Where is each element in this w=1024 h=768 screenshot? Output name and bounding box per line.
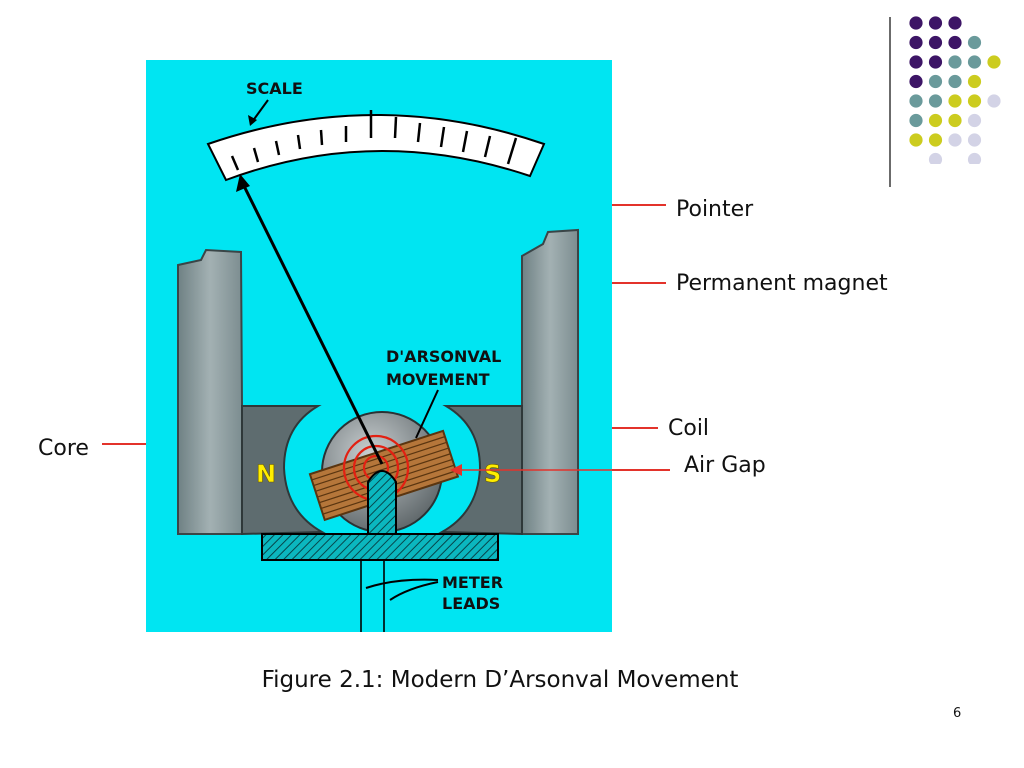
decorative-dot xyxy=(948,74,962,89)
base-plate xyxy=(261,533,499,561)
decorative-dot xyxy=(967,74,982,89)
decorative-dot xyxy=(987,94,1001,108)
decorative-dot xyxy=(928,152,943,164)
decorative-dot xyxy=(928,16,943,30)
scale-label: SCALE xyxy=(246,79,303,98)
movement-label-line1: D'ARSONVAL xyxy=(386,347,501,366)
decorative-dot xyxy=(928,55,943,69)
air-gap-callout-label: Air Gap xyxy=(684,453,766,478)
decorative-dot xyxy=(928,74,943,89)
decorative-dot xyxy=(967,133,982,147)
decorative-dot xyxy=(928,113,943,128)
movement-label-line2: MOVEMENT xyxy=(386,370,490,389)
decorative-dot xyxy=(909,74,923,89)
leads-label-line2: LEADS xyxy=(442,594,500,613)
decorative-dot xyxy=(948,133,962,147)
darsonval-movement-diagram: SCALE N S D'ARSONVAL MOVEMENT METER xyxy=(146,60,612,632)
decorative-dot xyxy=(948,55,962,69)
core-callout-line xyxy=(102,443,146,445)
decorative-vertical-rule xyxy=(889,17,891,187)
coil-callout-label: Coil xyxy=(668,416,710,441)
decorative-dot xyxy=(948,94,962,108)
south-pole-letter: S xyxy=(484,460,501,488)
coil-callout-line xyxy=(612,427,658,429)
pointer-needle xyxy=(242,185,384,465)
air-gap-callout-arrowhead xyxy=(450,464,462,476)
air-gap-callout-extension xyxy=(612,469,670,471)
scale-label-arrow xyxy=(251,99,269,123)
scale-ticks xyxy=(230,110,518,171)
decorative-dot xyxy=(948,16,962,30)
core-stem xyxy=(367,470,397,535)
decorative-dot xyxy=(987,55,1001,69)
decorative-dot xyxy=(967,94,982,108)
scale-label-arrowhead xyxy=(248,115,257,126)
figure-caption: Figure 2.1: Modern D’Arsonval Movement xyxy=(0,667,1000,693)
decorative-dot xyxy=(967,55,982,69)
left-pole-piece xyxy=(241,405,326,536)
page-number: 6 xyxy=(953,706,962,721)
decorative-dot xyxy=(967,113,982,128)
north-pole-letter: N xyxy=(256,460,276,488)
figure-caption-text: Figure 2.1: Modern D’Arsonval Movement xyxy=(261,667,739,693)
decorative-dot xyxy=(928,94,943,108)
pointer-callout-label: Pointer xyxy=(676,197,754,222)
decorative-dot xyxy=(948,113,962,128)
magnet-callout-line xyxy=(612,282,666,284)
left-magnet xyxy=(177,248,243,535)
leads-label-line1: METER xyxy=(442,573,503,592)
decorative-dot xyxy=(909,55,923,69)
magnet-callout-label: Permanent magnet xyxy=(676,271,888,296)
decorative-dot xyxy=(928,133,943,147)
decorative-dot xyxy=(948,35,962,50)
leads-label-arrow xyxy=(365,578,439,601)
decorative-dot xyxy=(909,133,923,147)
decorative-dot xyxy=(909,35,923,50)
decorative-dot xyxy=(967,35,982,50)
decorative-dot xyxy=(967,152,982,164)
decorative-dot xyxy=(909,16,923,30)
decorative-dot xyxy=(909,94,923,108)
scale-arc xyxy=(206,114,546,182)
core-callout-label: Core xyxy=(38,436,89,461)
right-magnet xyxy=(521,228,579,535)
pointer-callout-line xyxy=(612,204,666,206)
decorative-dot-grid xyxy=(909,16,1001,164)
movement-label-pointer xyxy=(415,389,439,439)
decorative-dot xyxy=(909,113,923,128)
pointer-tip xyxy=(236,174,250,192)
decorative-dot xyxy=(928,35,943,50)
